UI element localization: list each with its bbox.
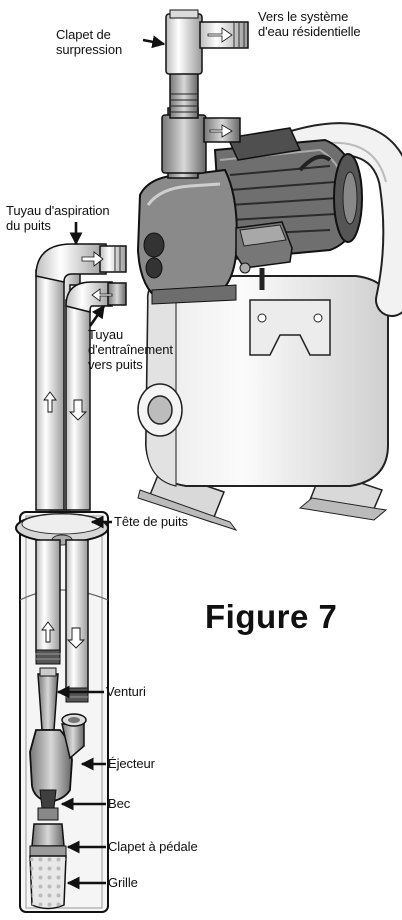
label-strainer: Grille	[108, 875, 138, 890]
label-venturi: Venturi	[106, 684, 146, 699]
label-ejector: Éjecteur	[108, 756, 155, 771]
callout-arrows	[56, 35, 166, 890]
label-suction-pipe: Tuyau d'aspiration du puits	[6, 203, 110, 233]
pressure-tank	[137, 275, 389, 531]
jet-pump	[136, 122, 402, 317]
figure-title: Figure 7	[205, 598, 338, 635]
label-to-residential-system: Vers le système d'eau résidentielle	[258, 9, 361, 39]
label-foot-valve: Clapet à pédale	[108, 839, 198, 854]
discharge-piping	[161, 9, 249, 179]
arrow-relief-valve	[142, 35, 166, 49]
label-relief-valve: Clapet de surpression	[56, 27, 123, 57]
label-well-head: Tête de puits	[114, 514, 188, 529]
arrow-drive-pipe	[88, 304, 106, 327]
label-drive-pipe: Tuyau d'entraînement vers puits	[88, 327, 173, 372]
well-pipes	[15, 243, 127, 913]
label-nozzle: Bec	[108, 796, 131, 811]
